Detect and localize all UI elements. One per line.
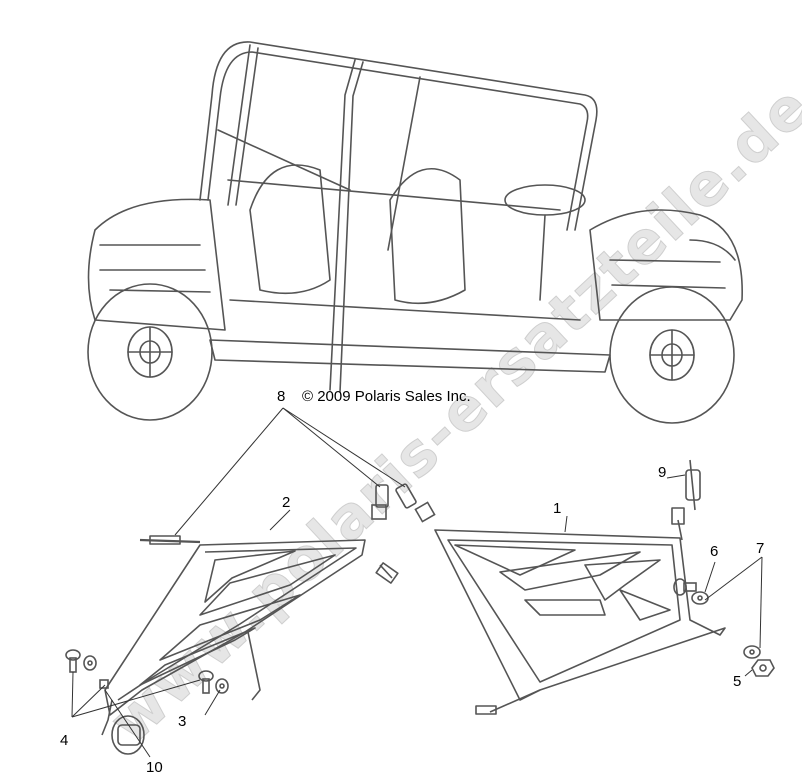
right-door-frame	[434, 459, 726, 715]
callout-10: 10	[146, 759, 163, 776]
hinge-pins	[371, 483, 436, 523]
hardware	[65, 578, 775, 755]
copyright-text: © 2009 Polaris Sales Inc.	[302, 388, 471, 405]
callout-7: 7	[756, 540, 765, 557]
callout-6: 6	[710, 543, 719, 560]
callout-9: 9	[658, 464, 667, 481]
callout-3: 3	[178, 713, 187, 730]
leader-lines	[71, 407, 763, 758]
callout-1: 1	[553, 500, 562, 517]
left-door-frame	[101, 535, 399, 736]
callout-2: 2	[282, 494, 291, 511]
callout-8: 8	[277, 388, 286, 405]
callout-5: 5	[733, 673, 742, 690]
callout-4: 4	[60, 732, 69, 749]
